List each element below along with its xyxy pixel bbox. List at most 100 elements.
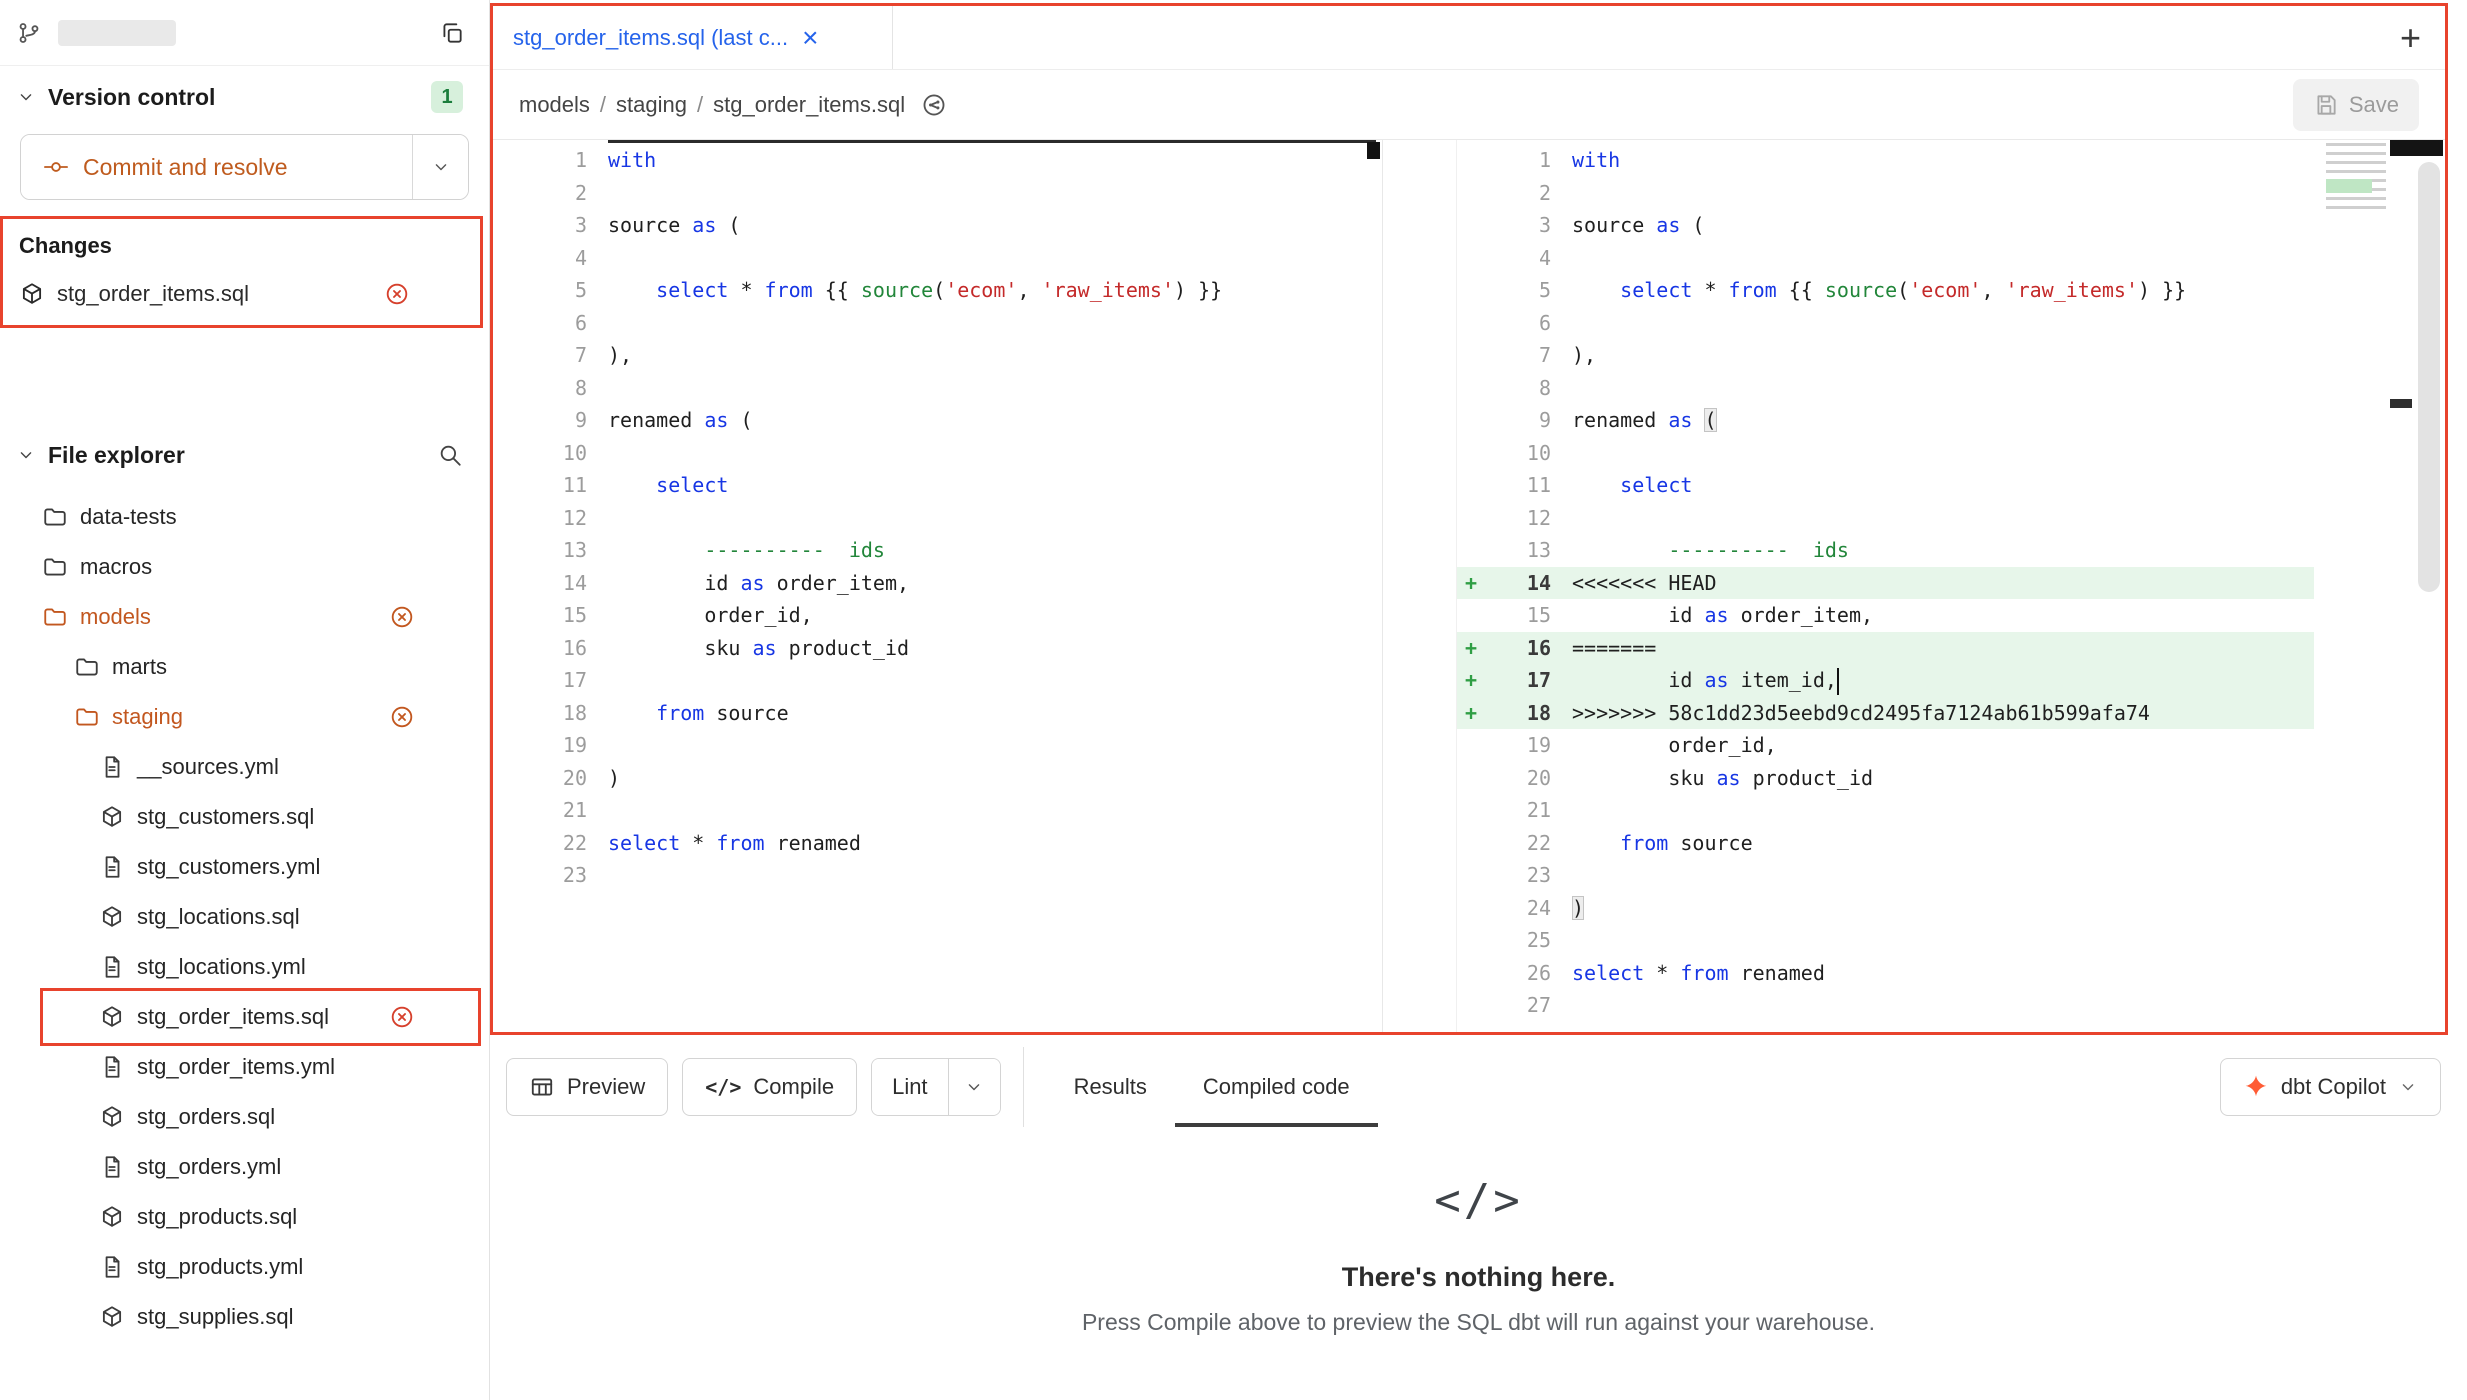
search-icon[interactable] xyxy=(437,442,463,468)
preview-button[interactable]: Preview xyxy=(506,1058,669,1116)
left-scrollbar-handle[interactable] xyxy=(1367,142,1380,159)
tree-item-stg_order_items.yml[interactable]: stg_order_items.yml xyxy=(0,1042,489,1092)
code-line-modified-5[interactable]: 5 select * from {{ source('ecom', 'raw_i… xyxy=(1457,274,2314,307)
code-line-original-7[interactable]: 7), xyxy=(493,339,1382,372)
code-line-modified-14[interactable]: +14<<<<<<< HEAD xyxy=(1457,566,2314,599)
discard-change-icon[interactable] xyxy=(389,704,415,730)
added-line-marker xyxy=(1457,892,1494,925)
tree-item-marts[interactable]: marts xyxy=(0,642,489,692)
code-line-modified-4[interactable]: 4 xyxy=(1457,242,2314,275)
discard-change-icon[interactable] xyxy=(389,604,415,630)
version-control-header[interactable]: Version control 1 xyxy=(0,66,489,128)
code-line-original-20[interactable]: 20) xyxy=(493,762,1382,795)
close-tab-icon[interactable]: × xyxy=(802,21,819,53)
code-line-modified-22[interactable]: 22 from source xyxy=(1457,827,2314,860)
commit-and-resolve-button[interactable]: Commit and resolve xyxy=(21,135,412,199)
code-line-original-14[interactable]: 14 id as order_item, xyxy=(493,567,1382,600)
code-line-original-18[interactable]: 18 from source xyxy=(493,697,1382,730)
added-line-marker xyxy=(1457,274,1494,307)
tree-item-stg_products.yml[interactable]: stg_products.yml xyxy=(0,1242,489,1292)
tree-item-data-tests[interactable]: data-tests xyxy=(0,492,489,542)
file-explorer-header[interactable]: File explorer xyxy=(0,424,489,486)
lint-button[interactable]: Lint xyxy=(872,1059,948,1115)
code-line-original-12[interactable]: 12 xyxy=(493,502,1382,535)
code-line-modified-2[interactable]: 2 xyxy=(1457,177,2314,210)
code-line-modified-15[interactable]: 15 id as order_item, xyxy=(1457,599,2314,632)
tree-item-staging[interactable]: staging xyxy=(0,692,489,742)
discard-change-icon[interactable] xyxy=(384,281,410,307)
tree-item-stg_products.sql[interactable]: stg_products.sql xyxy=(0,1192,489,1242)
tree-item-stg_locations.yml[interactable]: stg_locations.yml xyxy=(0,942,489,992)
code-line-modified-6[interactable]: 6 xyxy=(1457,307,2314,340)
scrollbar-thumb[interactable] xyxy=(2418,162,2440,592)
code-line-original-21[interactable]: 21 xyxy=(493,794,1382,827)
code-line-modified-8[interactable]: 8 xyxy=(1457,372,2314,405)
lint-options-button[interactable] xyxy=(947,1059,1000,1115)
tree-item-stg_supplies.sql[interactable]: stg_supplies.sql xyxy=(0,1292,489,1342)
code-line-original-15[interactable]: 15 order_id, xyxy=(493,599,1382,632)
code-line-modified-7[interactable]: 7), xyxy=(1457,339,2314,372)
tree-item-models[interactable]: models xyxy=(0,592,489,642)
code-line-modified-21[interactable]: 21 xyxy=(1457,794,2314,827)
code-line-modified-13[interactable]: 13 ---------- ids xyxy=(1457,534,2314,567)
tree-item-stg_customers.yml[interactable]: stg_customers.yml xyxy=(0,842,489,892)
code-line-original-23[interactable]: 23 xyxy=(493,859,1382,892)
editor-tab[interactable]: stg_order_items.sql (last c... × xyxy=(493,6,893,69)
tree-item-stg_customers.sql[interactable]: stg_customers.sql xyxy=(0,792,489,842)
breadcrumb-item-staging[interactable]: staging xyxy=(616,91,687,117)
code-line-modified-23[interactable]: 23 xyxy=(1457,859,2314,892)
code-line-original-11[interactable]: 11 select xyxy=(493,469,1382,502)
tab-results[interactable]: Results xyxy=(1073,1074,1147,1099)
code-line-original-5[interactable]: 5 select * from {{ source('ecom', 'raw_i… xyxy=(493,274,1382,307)
code-line-original-16[interactable]: 16 sku as product_id xyxy=(493,632,1382,665)
copy-icon[interactable] xyxy=(439,20,465,46)
code-line-original-8[interactable]: 8 xyxy=(493,372,1382,405)
code-line-original-13[interactable]: 13 ---------- ids xyxy=(493,534,1382,567)
changed-file-item[interactable]: stg_order_items.sql xyxy=(3,271,480,317)
compile-button[interactable]: </> Compile xyxy=(682,1058,858,1116)
code-line-original-4[interactable]: 4 xyxy=(493,242,1382,275)
added-line-marker xyxy=(1457,437,1494,470)
code-line-modified-18[interactable]: +18>>>>>>> 58c1dd23d5eebd9cd2495fa7124ab… xyxy=(1457,696,2314,729)
minimap[interactable] xyxy=(2326,143,2386,211)
breadcrumb-item-stg_order_items.sql[interactable]: stg_order_items.sql xyxy=(713,91,906,117)
dbt-copilot-button[interactable]: dbt Copilot xyxy=(2219,1058,2441,1116)
code-line-original-6[interactable]: 6 xyxy=(493,307,1382,340)
code-line-original-17[interactable]: 17 xyxy=(493,664,1382,697)
code-line-modified-19[interactable]: 19 order_id, xyxy=(1457,729,2314,762)
code-line-modified-17[interactable]: +17 id as item_id, xyxy=(1457,664,2314,697)
commit-options-button[interactable] xyxy=(412,135,468,199)
lineage-icon[interactable] xyxy=(921,92,947,118)
code-line-original-19[interactable]: 19 xyxy=(493,729,1382,762)
code-text xyxy=(587,177,1382,210)
tab-compiled-code[interactable]: Compiled code xyxy=(1174,1047,1378,1127)
discard-change-icon[interactable] xyxy=(389,1004,415,1030)
code-line-modified-11[interactable]: 11 select xyxy=(1457,469,2314,502)
new-tab-button[interactable]: + xyxy=(2399,16,2421,58)
code-line-modified-27[interactable]: 27 xyxy=(1457,989,2314,1022)
code-line-original-10[interactable]: 10 xyxy=(493,437,1382,470)
code-line-modified-24[interactable]: 24) xyxy=(1457,892,2314,925)
breadcrumb-item-models[interactable]: models xyxy=(519,91,590,117)
tree-item-stg_orders.yml[interactable]: stg_orders.yml xyxy=(0,1142,489,1192)
code-line-original-2[interactable]: 2 xyxy=(493,177,1382,210)
tree-item-stg_order_items.sql[interactable]: stg_order_items.sql xyxy=(0,988,489,1046)
code-line-modified-16[interactable]: +16======= xyxy=(1457,631,2314,664)
save-button[interactable]: Save xyxy=(2292,78,2419,131)
code-line-modified-12[interactable]: 12 xyxy=(1457,502,2314,535)
tree-item-__sources.yml[interactable]: __sources.yml xyxy=(0,742,489,792)
tree-item-stg_orders.sql[interactable]: stg_orders.sql xyxy=(0,1092,489,1142)
code-line-modified-20[interactable]: 20 sku as product_id xyxy=(1457,762,2314,795)
tree-item-stg_locations.sql[interactable]: stg_locations.sql xyxy=(0,892,489,942)
code-line-modified-10[interactable]: 10 xyxy=(1457,437,2314,470)
code-line-modified-25[interactable]: 25 xyxy=(1457,924,2314,957)
tree-item-macros[interactable]: macros xyxy=(0,542,489,592)
